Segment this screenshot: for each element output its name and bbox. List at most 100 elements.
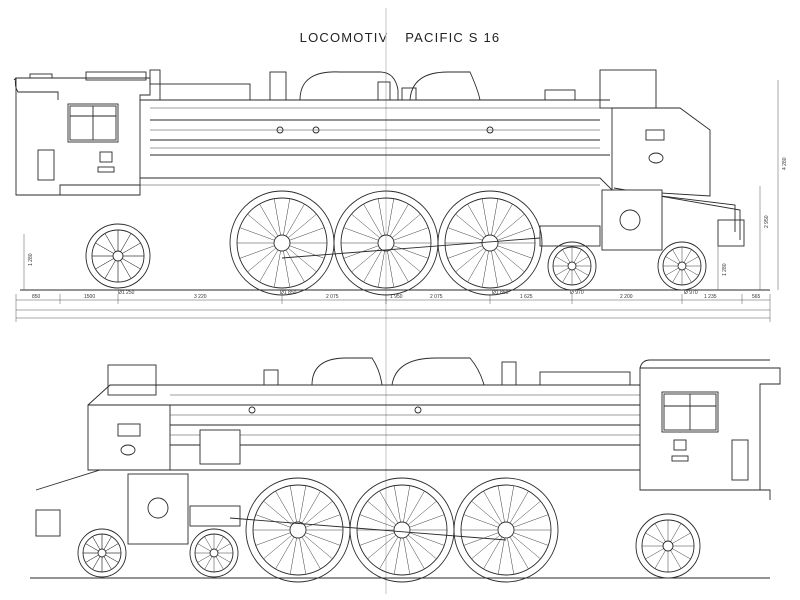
wheel-spoke xyxy=(507,537,515,575)
wheel-spoke xyxy=(275,536,295,570)
wheel-spoke xyxy=(495,213,525,239)
wheel-spoke xyxy=(379,536,399,570)
dim-2075-b: 2 075 xyxy=(430,294,443,300)
wheel-spoke xyxy=(407,534,437,560)
wheel-spoke xyxy=(377,198,385,236)
wheel-spoke xyxy=(303,500,333,526)
wheel-spoke xyxy=(85,543,99,552)
wheel-spoke xyxy=(273,198,281,236)
vertical-dim-1280-right: 1 280 xyxy=(722,263,728,276)
wheel-spoke xyxy=(197,554,211,563)
wheel-spoke xyxy=(367,500,397,526)
wheel-spoke xyxy=(455,247,485,273)
wheel-spoke xyxy=(509,490,529,524)
wheel-spoke xyxy=(359,514,395,528)
wheel-spoke xyxy=(197,543,211,552)
wheel-spoke xyxy=(447,245,483,259)
wheel-spoke xyxy=(387,198,395,236)
wheel-spoke xyxy=(263,500,293,526)
wheel-spoke xyxy=(497,227,533,241)
wheel-spoke xyxy=(471,500,501,526)
wheel-spoke xyxy=(497,537,505,575)
wheel-spoke xyxy=(105,543,119,552)
wheel-spoke xyxy=(379,490,399,524)
wheel-spoke xyxy=(467,249,487,283)
wheel-spoke xyxy=(351,213,381,239)
boiler-bottom xyxy=(170,357,640,465)
coupling-rod-top xyxy=(281,237,541,259)
wheel-spoke xyxy=(289,485,297,523)
wheel-spoke xyxy=(275,490,295,524)
wheel-dia-leading-2: Ø 970 xyxy=(684,290,698,296)
wheel-spoke xyxy=(683,249,692,263)
wheel-spoke xyxy=(575,256,589,265)
wheel-spoke xyxy=(92,556,101,570)
vertical-dimensions-top: 4 280 2 950 1 280 1 280 xyxy=(23,80,788,290)
wheel-spoke xyxy=(387,250,395,288)
wheel-spoke xyxy=(285,249,305,283)
wheel-spoke xyxy=(483,536,503,570)
wheel-spoke xyxy=(299,485,307,523)
dim-3220: 3 220 xyxy=(194,294,207,300)
wheel-spoke xyxy=(95,242,114,254)
wheel-spoke xyxy=(455,213,485,239)
dimension-chain-top: 850 1500 3 220 2 075 1 950 2 075 1 625 2… xyxy=(15,290,771,322)
coupling-rod-bottom xyxy=(229,517,507,541)
wheel-spoke xyxy=(255,514,291,528)
wheel-spoke xyxy=(562,249,571,263)
wheel-spoke xyxy=(665,256,679,265)
wheel-spoke xyxy=(287,213,317,239)
leading-wheel-top-1 xyxy=(547,241,597,291)
wheel-spoke xyxy=(672,249,681,263)
wheel-dia-driving-2: Ø1 850 xyxy=(492,290,509,296)
wheel-spoke xyxy=(389,203,409,237)
wheel-spoke xyxy=(273,250,281,288)
wheel-spoke xyxy=(685,267,699,276)
wheel-spoke xyxy=(405,490,425,524)
wheel-dia-leading-1: Ø 970 xyxy=(570,290,584,296)
drawing-title: LOCOMOTIV PACIFIC S 16 xyxy=(0,30,800,45)
wheel-spoke xyxy=(447,227,483,241)
wheel-spoke xyxy=(359,532,395,546)
dim-1625: 1 625 xyxy=(520,294,533,300)
wheel-spoke xyxy=(393,537,401,575)
driving-wheel-top-1 xyxy=(229,190,335,296)
wheel-spoke xyxy=(287,247,317,273)
wheel-spoke xyxy=(409,514,445,528)
wheel-spoke xyxy=(104,233,116,252)
wheel-spoke xyxy=(204,536,213,550)
wheel-spoke xyxy=(573,269,582,283)
wheel-spoke xyxy=(483,490,503,524)
wheel-spoke xyxy=(255,532,291,546)
wheel-spoke xyxy=(407,500,437,526)
title-word-1: LOCOMOTIV xyxy=(299,30,389,45)
wheel-spoke xyxy=(654,523,666,542)
wheel-spoke xyxy=(654,550,666,569)
wheel-spoke xyxy=(513,532,549,546)
wheel-spoke xyxy=(467,203,487,237)
wheel-spoke xyxy=(299,537,307,575)
wheel-spoke xyxy=(215,556,224,570)
title-word-2: PACIFIC S 16 xyxy=(405,30,501,45)
wheel-spoke xyxy=(507,485,515,523)
wheel-spoke xyxy=(259,203,279,237)
wheel-spoke xyxy=(670,550,682,569)
cylinder-top xyxy=(539,225,601,247)
wheel-dia-trailing: Ø1 250 xyxy=(118,290,135,296)
wheel-spoke xyxy=(393,227,429,241)
wheel-spoke xyxy=(95,258,114,270)
wheel-spoke xyxy=(259,249,279,283)
locomotive-bottom-elevation xyxy=(30,357,781,583)
vertical-dim-4280: 4 280 xyxy=(782,157,788,170)
wheel-spoke xyxy=(120,260,132,279)
wheel-spoke xyxy=(481,250,489,288)
dim-565: 565 xyxy=(752,294,761,300)
wheel-spoke xyxy=(303,534,333,560)
cylinder-bottom xyxy=(189,505,241,527)
wheel-spoke xyxy=(495,247,525,273)
wheel-spoke xyxy=(665,267,679,276)
wheel-spoke xyxy=(493,249,513,283)
wheel-spoke xyxy=(393,485,401,523)
wheel-spoke xyxy=(120,233,132,252)
wheel-spoke xyxy=(204,556,213,570)
